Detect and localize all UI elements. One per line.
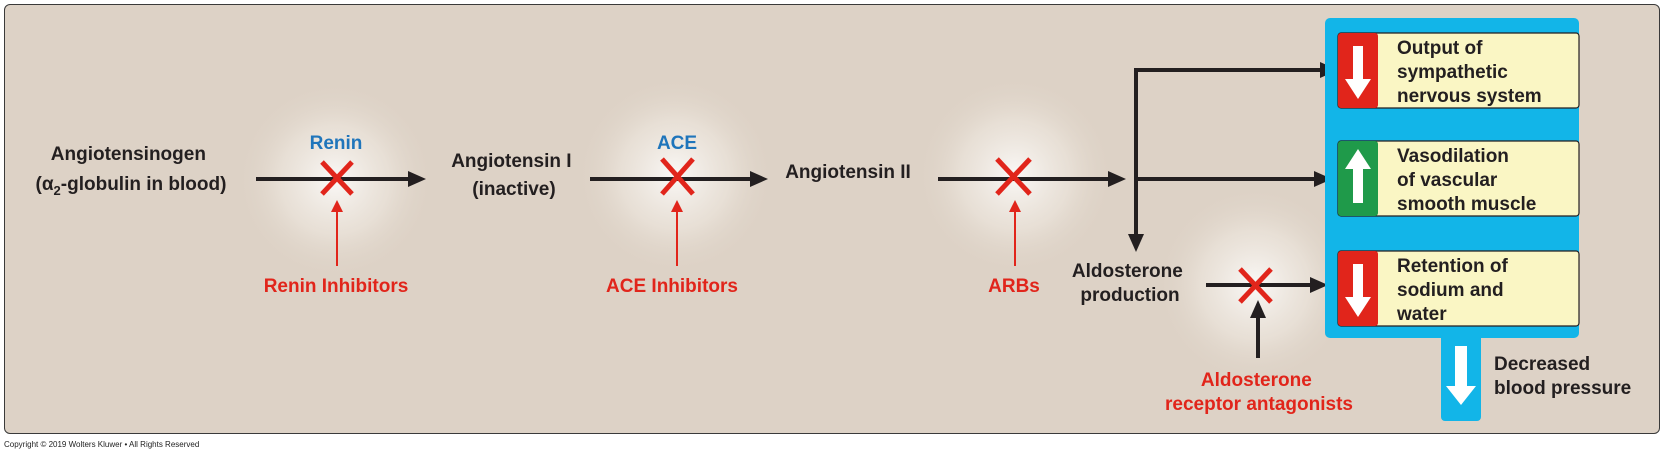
down-arrow-icon [1345,46,1371,99]
effect-vasodilation-text: Vasodilation of vascular smooth muscle [1397,146,1536,215]
arrowhead-angiotensin-i [408,171,426,187]
block-x-arb [995,157,1032,196]
effect-vasodilation: Vasodilation of vascular smooth muscle [1337,140,1580,217]
angiotensinogen-label: Angiotensinogen (α2-globulin in blood) [36,144,227,198]
effect-retention-text: Retention of sodium and water [1396,256,1513,325]
effect-sympathetic-text: Output of sympathetic nervous system [1397,38,1542,107]
arrowhead-vasodilation [1314,171,1332,187]
renin-label: Renin [310,133,363,154]
pointer-head-ace [671,200,683,212]
arbs-label: ARBs [988,276,1040,297]
copyright-notice: Copyright © 2019 Wolters Kluwer • All Ri… [4,440,200,449]
ace-label: ACE [657,133,697,154]
branch-connector [1134,68,1323,237]
block-x-aldosterone [1238,267,1273,304]
arrowhead-retention [1310,277,1328,293]
block-x-ace [660,157,695,196]
arrowhead-angiotensin-ii [750,171,768,187]
angiotensin-i-label: Angiotensin I (inactive) [451,151,577,200]
arrowhead-arb-step [1108,171,1126,187]
aldosterone-production-label: Aldosterone production [1072,261,1188,306]
angiotensin-ii-label: Angiotensin II [785,162,911,183]
arrowhead-aldosterone-production [1128,234,1144,252]
outcome-down-arrow-icon [1446,346,1476,405]
pointer-head-aldosterone [1250,300,1266,318]
effect-retention: Retention of sodium and water [1337,250,1580,327]
aldosterone-antagonists-label: Aldosterone receptor antagonists [1165,370,1353,415]
effect-sympathetic: Output of sympathetic nervous system [1337,32,1580,109]
down-arrow-icon [1345,264,1371,317]
outcome-label: Decreased blood pressure [1494,354,1631,399]
up-arrow-icon [1345,149,1371,203]
pointer-head-renin [331,200,343,212]
block-x-renin [320,160,354,196]
ace-inhibitors-label: ACE Inhibitors [606,276,738,297]
renin-inhibitors-label: Renin Inhibitors [264,276,409,297]
pointer-head-arbs [1009,200,1021,212]
